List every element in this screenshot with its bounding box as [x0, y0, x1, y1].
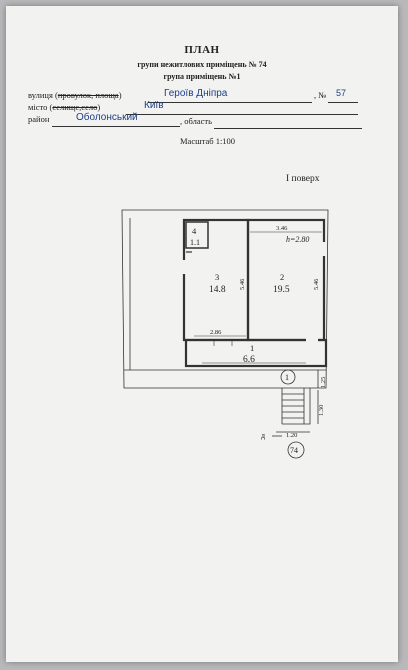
property-marker: 74	[290, 446, 298, 455]
street-underline	[148, 102, 312, 103]
room-3-number: 3	[215, 272, 219, 282]
dim-porch: 1.25	[320, 377, 327, 388]
room-4-outline	[185, 221, 209, 249]
room-1-area: 6.6	[243, 355, 255, 365]
room-4-area: 1.1	[190, 238, 200, 247]
district-value: Оболонський	[76, 112, 138, 123]
plan-sheet: ПЛАН групи нежитлових приміщень № 74 гру…	[6, 6, 398, 662]
number-value: 57	[336, 88, 347, 98]
city-value: Київ	[144, 100, 164, 111]
dim-top-width: 3.46	[276, 225, 288, 232]
district-underline	[52, 126, 180, 127]
entrance-symbol: д	[261, 431, 265, 440]
dim-room3-depth: 5.46	[239, 278, 246, 290]
district-label: район	[28, 114, 50, 124]
region-underline	[214, 128, 362, 129]
ceiling-height: h=2.80	[286, 235, 309, 244]
entrance-marker: 1	[285, 373, 289, 382]
room-3-area: 14.8	[209, 285, 226, 295]
document-title: ПЛАН	[184, 44, 220, 56]
entrance-marker-circle	[280, 369, 296, 385]
city-underline	[126, 114, 358, 115]
floor-label: І поверх	[286, 174, 320, 184]
floor-plan: 4 1.1 3 14.8 2 19.5 1 6.6 3.46 h=2.80 2.…	[121, 209, 329, 459]
number-label: , №	[314, 90, 327, 100]
city-label: місто (селище,село)	[28, 102, 101, 112]
dim-room2-depth: 5.46	[313, 278, 320, 290]
room-1-outline	[184, 338, 328, 368]
room-1-number: 1	[250, 343, 254, 353]
street-label: вулиця (провулок, площа)	[28, 90, 122, 100]
room-2-number: 2	[280, 272, 284, 282]
region-label: , область	[180, 116, 212, 126]
premises-group: група приміщень №1	[163, 72, 241, 81]
room-4-number: 4	[192, 226, 197, 236]
street-value: Героїв Дніпра	[164, 88, 228, 99]
dim-stair-length: 1.30	[318, 405, 325, 416]
outer-wall-outline	[121, 209, 329, 389]
property-marker-circle	[287, 441, 305, 459]
dim-stair-width: 1.20	[286, 432, 297, 439]
dim-room3-width: 2.86	[210, 329, 222, 336]
number-underline	[328, 102, 358, 103]
scale-label: Масштаб 1:100	[180, 136, 236, 146]
document-subtitle: групи нежитлових приміщень № 74	[137, 60, 267, 69]
room-2-area: 19.5	[273, 285, 290, 295]
